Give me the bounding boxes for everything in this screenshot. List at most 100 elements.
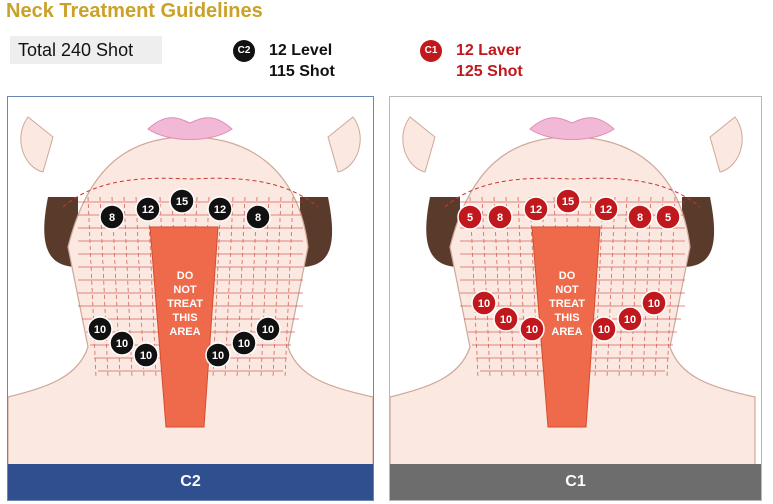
shot-marker: 12 [523, 196, 549, 222]
shot-marker: 8 [627, 204, 653, 230]
no-treat-label: DO [559, 270, 576, 282]
shot-marker: 10 [617, 306, 643, 332]
shot-circle [655, 204, 681, 230]
shot-count: 10 [624, 314, 636, 326]
shot-circle [109, 330, 135, 356]
shot-marker: 8 [245, 204, 271, 230]
shot-circle [555, 188, 581, 214]
shot-marker: 10 [109, 330, 135, 356]
shot-circle [593, 196, 619, 222]
jaw-line [62, 177, 319, 208]
ear-right [709, 116, 743, 173]
shot-count: 5 [467, 212, 473, 224]
no-treat-label: TREAT [167, 298, 203, 310]
shot-count: 10 [238, 338, 250, 350]
no-treat-label: AREA [551, 326, 582, 338]
c2-shots: 115 Shot [269, 63, 335, 80]
grid-line-v [272, 196, 282, 378]
shot-marker: 12 [593, 196, 619, 222]
shot-circle [627, 204, 653, 230]
no-treat-label: DO [177, 270, 194, 282]
grid-line-v [260, 196, 270, 378]
no-treat-zone [531, 226, 601, 428]
grid-line-v [642, 196, 652, 378]
ear-left [20, 116, 54, 173]
shot-circle [231, 330, 257, 356]
shot-count: 10 [526, 324, 538, 336]
no-treat-label: THIS [554, 312, 579, 324]
shot-count: 8 [637, 212, 643, 224]
shot-count: 10 [140, 350, 152, 362]
c1-badge: C1 [420, 40, 442, 62]
shot-marker: 5 [655, 204, 681, 230]
shot-circle [99, 204, 125, 230]
shot-count: 12 [600, 204, 612, 216]
shot-marker: 8 [487, 204, 513, 230]
no-treat-label: NOT [173, 284, 197, 296]
shot-count: 10 [116, 338, 128, 350]
shot-count: 10 [262, 324, 274, 336]
grid-line-v [606, 196, 616, 378]
shot-marker: 10 [641, 290, 667, 316]
no-treat-label: THIS [172, 312, 197, 324]
shot-marker: 10 [519, 316, 545, 342]
c1-shots: 125 Shot [456, 63, 523, 80]
shot-marker: 10 [471, 290, 497, 316]
grid-line-v [284, 196, 294, 378]
no-treat-label: NOT [555, 284, 579, 296]
ear-right [327, 116, 361, 173]
shot-circle [591, 316, 617, 342]
shot-marker: 10 [205, 342, 231, 368]
shot-circle [641, 290, 667, 316]
no-treat-label: TREAT [549, 298, 585, 310]
shot-marker: 10 [591, 316, 617, 342]
shot-circle [617, 306, 643, 332]
total-shots: Total 240 Shot [10, 36, 162, 64]
shot-count: 12 [214, 204, 226, 216]
shot-circle [457, 204, 483, 230]
shot-circle [135, 196, 161, 222]
ear-left [402, 116, 436, 173]
shot-count: 10 [94, 324, 106, 336]
shot-circle [87, 316, 113, 342]
c1-level: 12 Laver [456, 42, 521, 59]
shot-count: 10 [648, 298, 660, 310]
shot-count: 15 [562, 196, 574, 208]
no-treat-label: AREA [169, 326, 200, 338]
shot-count: 5 [665, 212, 671, 224]
shot-marker: 10 [493, 306, 519, 332]
shot-circle [493, 306, 519, 332]
grid-line-v [594, 196, 604, 378]
shot-marker: 8 [99, 204, 125, 230]
page-title: Neck Treatment Guidelines [6, 0, 263, 22]
grid-line-v [481, 196, 491, 378]
shot-circle [255, 316, 281, 342]
shot-count: 12 [142, 204, 154, 216]
shot-count: 8 [109, 212, 115, 224]
shot-circle [169, 188, 195, 214]
shot-marker: 15 [555, 188, 581, 214]
shot-marker: 5 [457, 204, 483, 230]
grid-line-v [529, 196, 539, 378]
shot-circle [133, 342, 159, 368]
shot-marker: 10 [133, 342, 159, 368]
shot-circle [523, 196, 549, 222]
shot-marker: 12 [207, 196, 233, 222]
grid-line-v [517, 196, 527, 378]
no-treat-zone [149, 226, 219, 428]
lips [147, 117, 233, 140]
grid-line-v [618, 196, 628, 378]
shot-marker: 10 [87, 316, 113, 342]
shot-marker: 10 [231, 330, 257, 356]
jaw-line [444, 177, 701, 208]
shot-circle [207, 196, 233, 222]
c2-badge: C2 [233, 40, 255, 62]
grid-line-v [87, 196, 97, 378]
